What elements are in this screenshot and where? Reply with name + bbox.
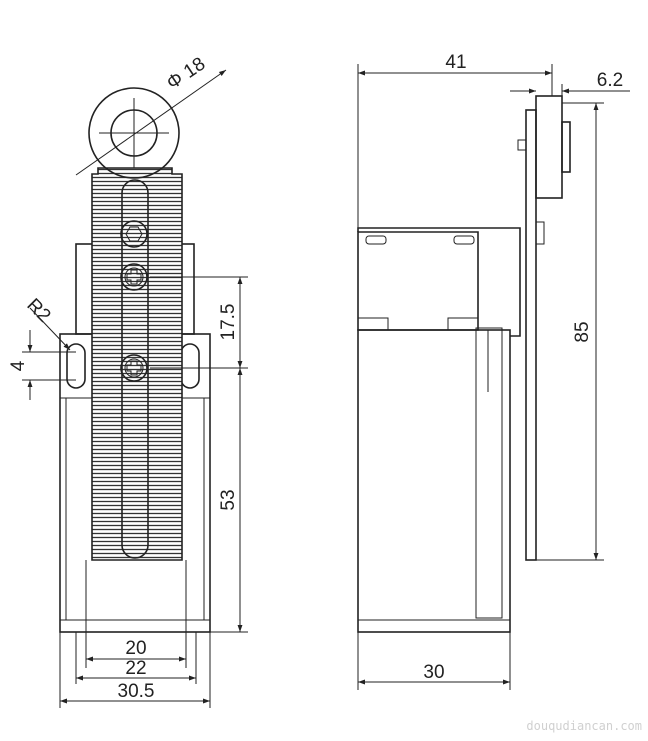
side-dimensions bbox=[357, 64, 630, 690]
front-dimensions bbox=[22, 69, 248, 708]
label-radius: R2 bbox=[22, 295, 54, 327]
label-slot-height: 4 bbox=[8, 360, 29, 371]
label-roller-offset: 6.2 bbox=[597, 70, 623, 91]
lower-screw bbox=[120, 354, 148, 382]
left-mount-slot bbox=[66, 343, 86, 389]
side-lever-plate bbox=[525, 109, 537, 561]
watermark-text: douqudiancan.com bbox=[526, 719, 642, 733]
label-inner-width: 20 bbox=[125, 638, 146, 659]
label-total-height: 85 bbox=[572, 321, 593, 342]
label-side-depth-top: 41 bbox=[445, 52, 466, 73]
label-outer-width: 30.5 bbox=[118, 681, 155, 702]
front-view bbox=[59, 87, 211, 633]
label-lower-height: 53 bbox=[218, 489, 239, 510]
right-mount-slot bbox=[180, 343, 200, 389]
side-body bbox=[357, 329, 511, 633]
label-roller-diameter: Φ 18 bbox=[163, 53, 209, 94]
label-mid-width: 22 bbox=[125, 658, 146, 679]
roller-outer bbox=[88, 87, 180, 179]
upper-screw bbox=[120, 263, 148, 291]
side-head bbox=[357, 231, 479, 331]
label-side-depth-bottom: 30 bbox=[423, 662, 444, 683]
label-screw-spacing: 17.5 bbox=[218, 304, 239, 341]
side-view bbox=[357, 95, 571, 633]
side-roller bbox=[535, 95, 563, 199]
lever-slot bbox=[121, 179, 149, 559]
